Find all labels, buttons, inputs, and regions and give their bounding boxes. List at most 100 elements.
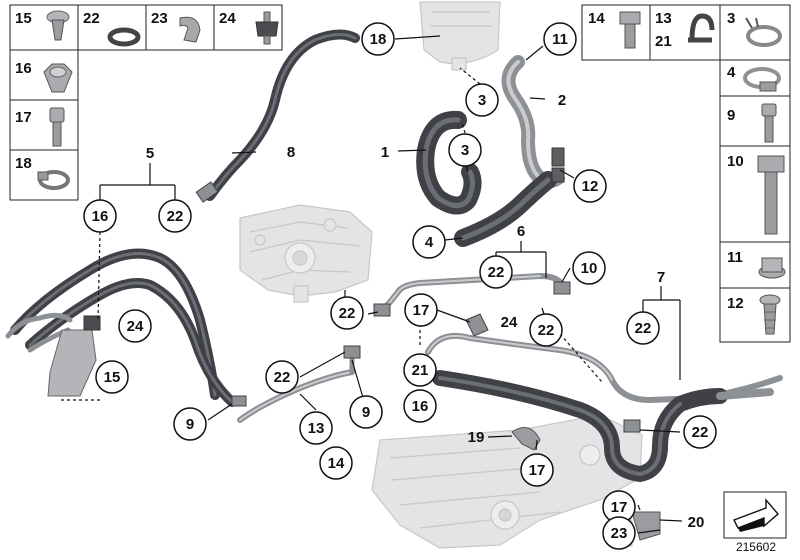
callout-22-pump: 22 [330,296,364,330]
pipe-clamp-icon [688,13,715,43]
callout-10: 10 [572,251,606,285]
expanding-rivet-icon [759,294,781,335]
torx-screw-icon [761,103,777,143]
callout-14: 14 [319,446,353,480]
svg-text:16: 16 [412,398,429,415]
label-20: 20 [688,514,705,531]
callout-16-left: 16 [83,199,117,233]
svg-text:22: 22 [167,208,184,225]
legend-label-9: 9 [727,107,735,124]
worm-clamp-icon [743,67,781,92]
hose-2 [501,55,565,188]
svg-text:22: 22 [635,320,652,337]
callout-4: 4 [412,225,446,259]
legend-label-16: 16 [15,60,32,77]
svg-text:3: 3 [478,92,486,109]
legend-label-23: 23 [151,10,168,27]
bracket-20 [631,511,661,541]
label-5: 5 [146,145,154,162]
svg-text:4: 4 [425,234,434,251]
legend-label-17: 17 [15,109,32,126]
callout-3-upper: 3 [465,83,499,117]
svg-text:24: 24 [501,314,518,331]
legend-label-22: 22 [83,10,100,27]
svg-text:17: 17 [413,302,430,319]
svg-text:23: 23 [611,525,628,542]
right-legend: 14 13 21 3 4 9 10 11 [581,4,791,343]
callout-23: 23 [602,516,636,550]
callout-22-lower: 22 [265,360,299,394]
svg-text:6: 6 [517,223,525,240]
svg-text:21: 21 [412,362,429,379]
svg-text:17: 17 [529,462,546,479]
hex-bolt-icon [619,11,641,49]
callout-22-bottom: 22 [683,415,717,449]
ghost-parts [239,1,643,549]
svg-text:22: 22 [339,305,356,322]
connector-10 [553,281,571,295]
legend-label-10: 10 [727,153,744,170]
svg-text:14: 14 [328,455,345,472]
svg-text:8: 8 [287,144,295,161]
svg-text:9: 9 [186,416,194,433]
legend-label-18: 18 [15,155,32,172]
legend-label-14: 14 [588,10,605,27]
svg-text:15: 15 [104,369,121,386]
spring-band-clamp-icon [745,17,782,47]
pipe-13 [237,345,361,423]
legend-label-21: 21 [655,33,672,50]
callout-21: 21 [403,353,437,387]
label-2: 2 [558,92,566,109]
callout-24-left: 24 [118,309,152,343]
hose-clamp-icon [37,170,70,190]
svg-text:13: 13 [308,420,325,437]
reservoir-ghost [419,1,501,71]
callout-9-left: 9 [173,407,207,441]
hex-nut-icon [43,63,73,93]
label-1: 1 [381,144,389,161]
svg-text:22: 22 [692,424,709,441]
orientation-box [723,491,787,539]
push-nut-icon [46,10,70,41]
document-number: 215602 [735,540,776,554]
svg-text:11: 11 [552,31,568,48]
svg-text:24: 24 [127,318,144,335]
callout-17-lower: 17 [520,453,554,487]
svg-text:2: 2 [558,92,566,109]
pump-ghost [239,204,373,303]
label-6: 6 [517,223,525,240]
hose-4 [454,171,557,247]
legend-label-3: 3 [727,10,735,27]
clip-19 [511,427,541,451]
clamp-12 [551,167,565,183]
legend-label-24: 24 [219,10,236,27]
svg-text:12: 12 [582,178,599,195]
legend-label-12: 12 [727,295,744,312]
svg-text:9: 9 [362,404,370,421]
svg-text:5: 5 [146,145,154,162]
hose-8 [195,29,360,203]
svg-text:10: 10 [581,260,598,277]
legend-label-15: 15 [15,10,32,27]
return-hose [432,370,774,482]
brackets [47,167,661,541]
callout-16-mid: 16 [403,389,437,423]
callout-22-right: 22 [529,313,563,347]
hoses-and-pipes [5,29,783,482]
callout-11: 11 [543,22,577,56]
svg-text:7: 7 [657,269,665,286]
o-ring-icon [107,27,141,47]
leader-lines [60,35,683,534]
label-7: 7 [657,269,665,286]
callout-13: 13 [299,411,333,445]
flange-nut-icon [758,257,786,279]
pipe-6 [373,273,565,317]
svg-text:22: 22 [488,264,505,281]
svg-text:3: 3 [461,142,469,159]
svg-text:18: 18 [370,31,387,48]
long-hex-bolt-icon [757,155,785,235]
callout-17-mid: 17 [404,293,438,327]
direction-arrow-icon [733,498,779,532]
hose-clip-icon [179,16,201,43]
